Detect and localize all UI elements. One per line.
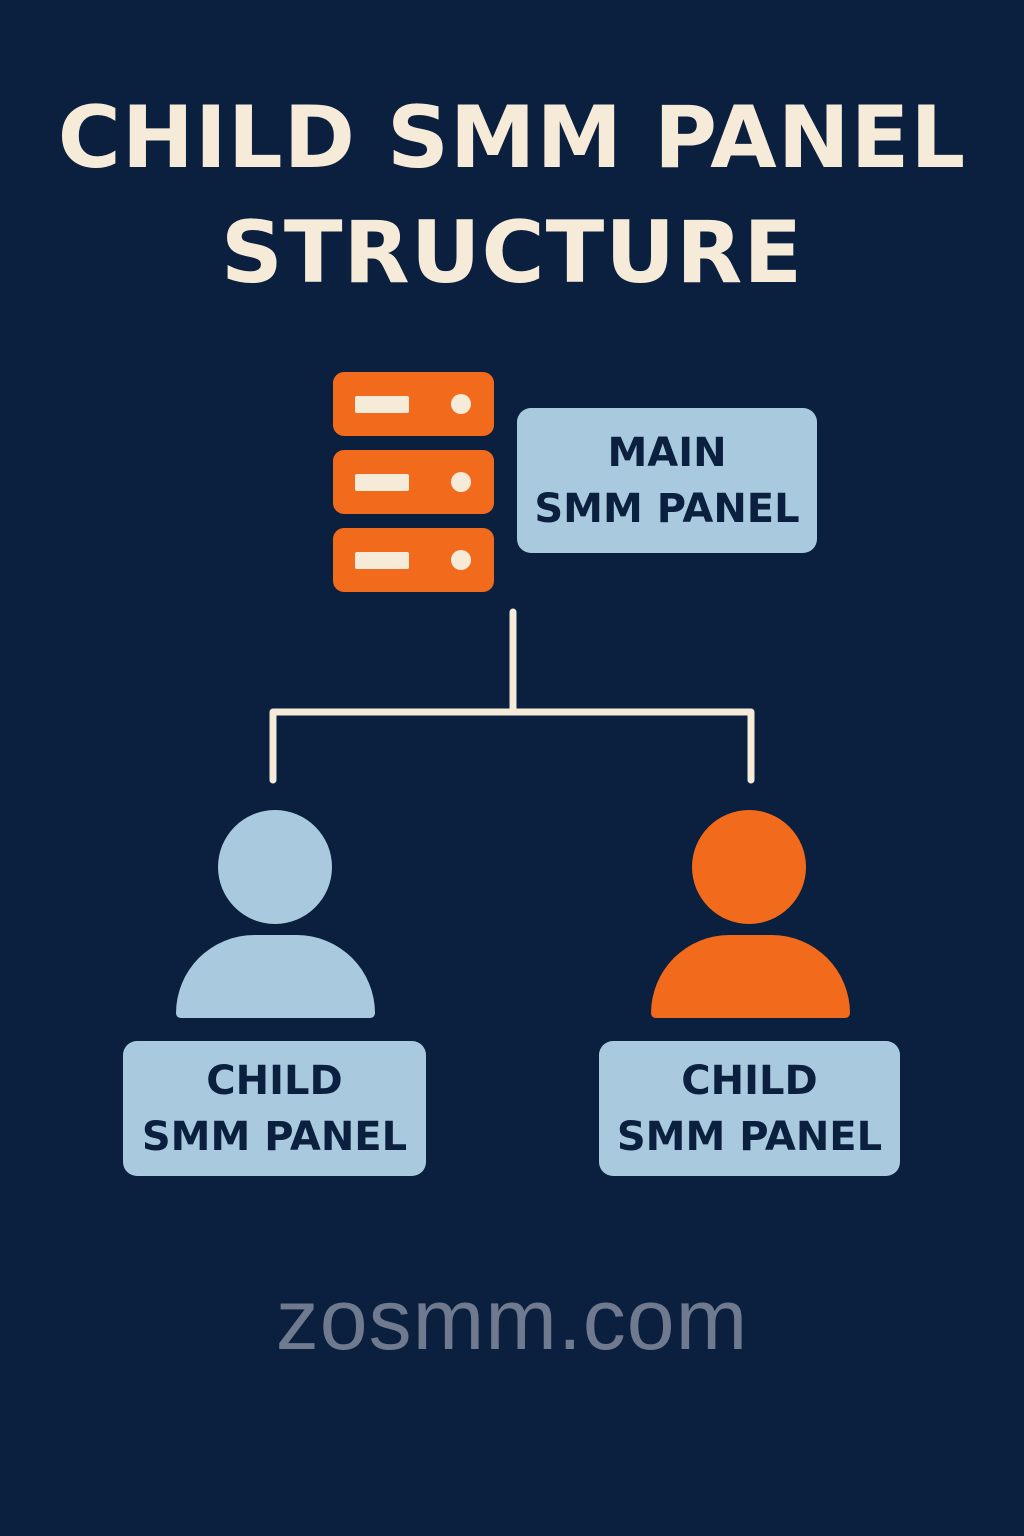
child-panel-label-left: CHILD SMM PANEL [123, 1041, 426, 1176]
title-line-2: STRUCTURE [220, 203, 804, 303]
child-label-line-2: SMM PANEL [616, 1114, 883, 1160]
child-label-line-1: CHILD [206, 1058, 343, 1104]
main-panel-label: MAIN SMM PANEL [517, 408, 817, 553]
person-head [218, 810, 332, 924]
connector-lines [269, 608, 755, 784]
person-head [692, 810, 806, 924]
person-body [651, 935, 850, 1018]
server-unit-3 [333, 528, 494, 592]
child-panel-label-right: CHILD SMM PANEL [599, 1041, 900, 1176]
footer-domain: zosmm.com [275, 1272, 749, 1368]
server-led [451, 472, 471, 492]
server-slot [355, 474, 409, 491]
main-panel-label-line-1: MAIN [607, 430, 727, 476]
server-unit-1 [333, 372, 494, 436]
person-body [176, 935, 375, 1018]
server-slot [355, 396, 409, 413]
main-panel-label-line-2: SMM PANEL [534, 486, 800, 532]
child-label-line-2: SMM PANEL [141, 1114, 408, 1160]
title-line-1: CHILD SMM PANEL [57, 88, 967, 188]
server-slot [355, 552, 409, 569]
child-label-line-1: CHILD [681, 1058, 818, 1104]
server-unit-2 [333, 450, 494, 514]
server-led [451, 394, 471, 414]
server-led [451, 550, 471, 570]
